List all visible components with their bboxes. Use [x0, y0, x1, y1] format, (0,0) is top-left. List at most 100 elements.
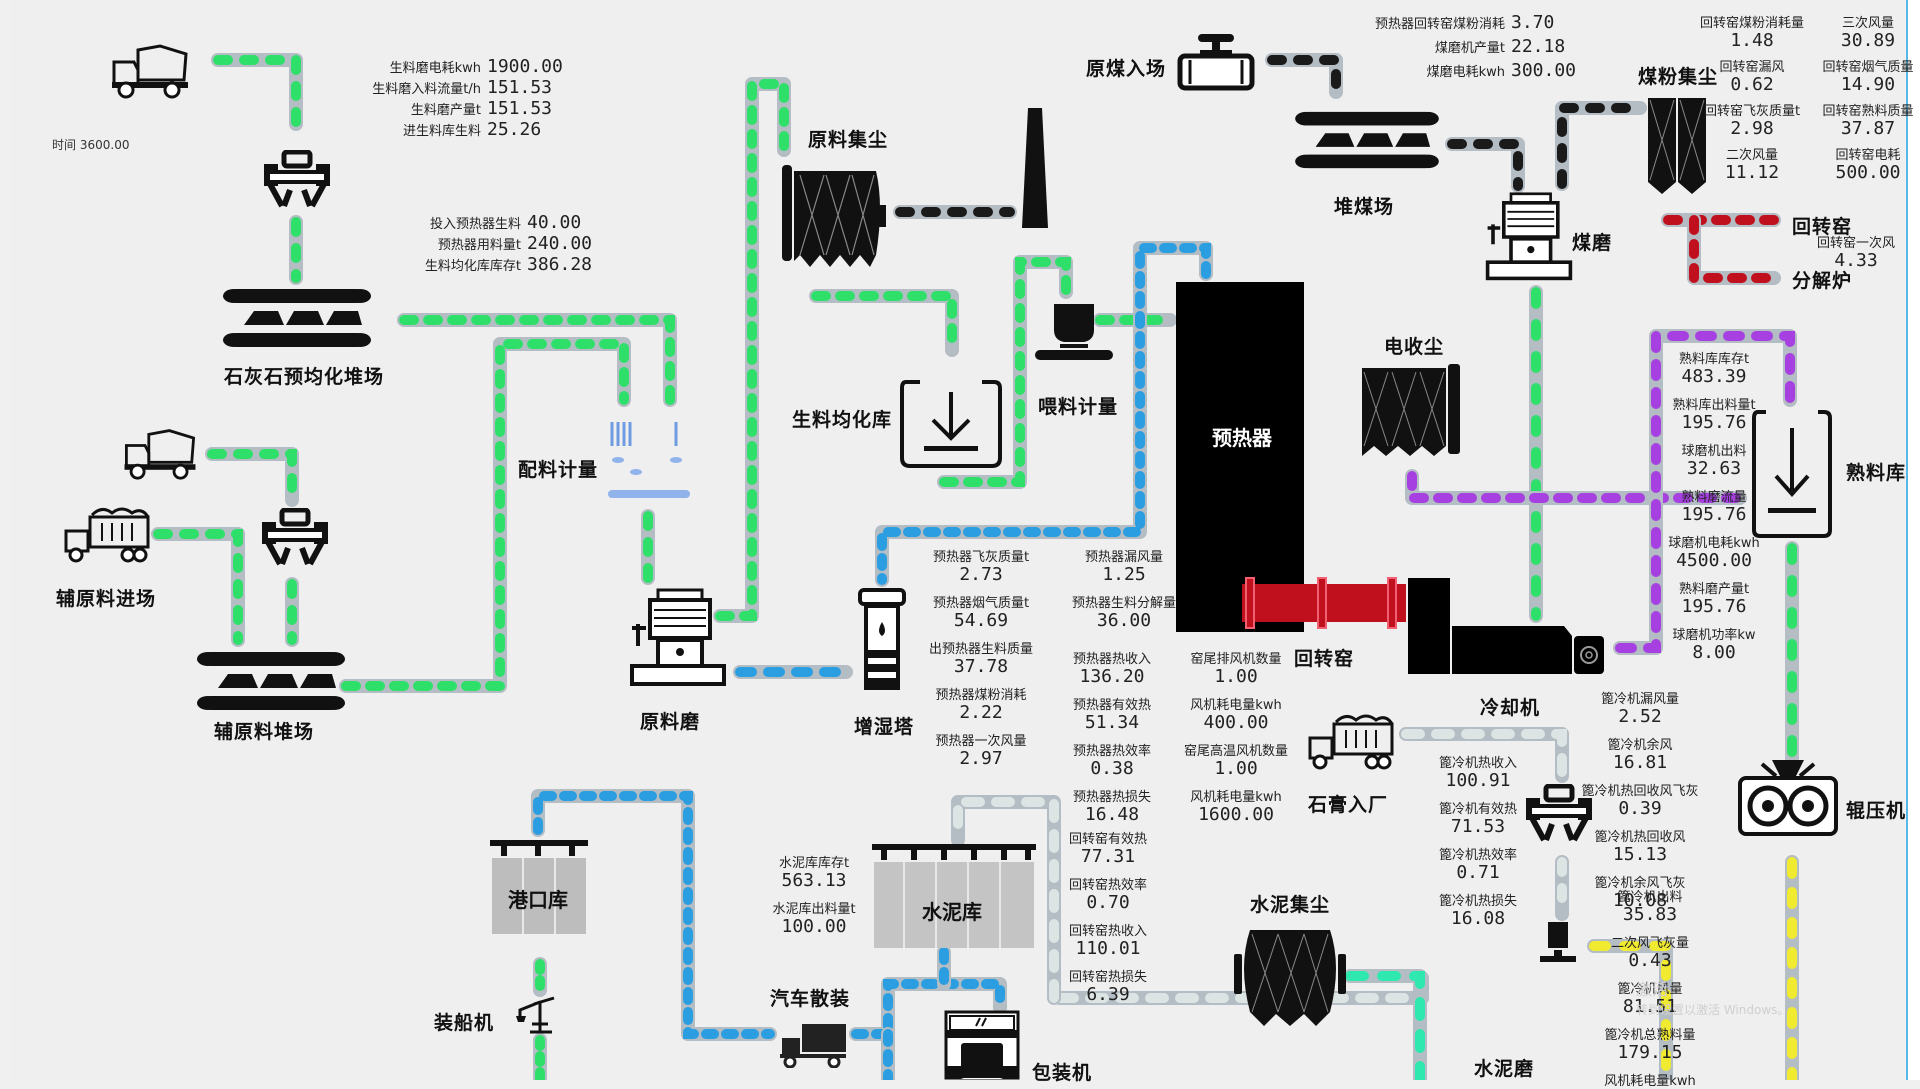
stat-value: 1900.00 — [487, 56, 563, 77]
stat-label: 回转窑漏风 — [1719, 60, 1785, 75]
bag-filter-icon — [782, 165, 886, 267]
chimney-icon — [1022, 108, 1048, 228]
label-coal-intake: 原煤入场 — [1086, 58, 1167, 80]
preheater-tower[interactable] — [1176, 282, 1304, 632]
cement-bag-filter-icon — [1234, 930, 1346, 1026]
label-coal-mill: 煤磨 — [1572, 232, 1613, 254]
rotary-kiln-icon[interactable] — [1238, 576, 1410, 630]
stat-value: 51.34 — [1084, 712, 1140, 733]
grate-cooler-icon[interactable] — [1452, 622, 1574, 674]
stat-value: 25.26 — [487, 119, 542, 140]
stat-value: 400.00 — [1203, 712, 1269, 733]
stat-label: 回转窑电耗 — [1835, 148, 1901, 163]
stat-label: 预热器一次风量 — [935, 734, 1027, 749]
stat-value: 32.63 — [1686, 458, 1742, 479]
stat-value: 0.38 — [1090, 758, 1134, 779]
stat-value: 4.33 — [1834, 250, 1878, 271]
pipe-preheater-to-tower — [875, 241, 1213, 587]
label-esp: 电收尘 — [1384, 336, 1445, 358]
stat-value: 8.00 — [1692, 642, 1736, 663]
stockpile-icon — [223, 289, 371, 347]
stat-label: 篦冷机热损失 — [1438, 894, 1517, 909]
stat-label: 预热器有效热 — [1072, 698, 1151, 713]
pipe-yard-to-mill — [1445, 137, 1525, 193]
roller-press-icon — [1738, 760, 1838, 836]
stat-label: 三次风量 — [1841, 16, 1894, 31]
stat-value: 0.71 — [1456, 862, 1500, 883]
pipe-cement-dust — [1343, 969, 1427, 1080]
stat-value: 16.08 — [1450, 908, 1506, 929]
time-readout: 时间 3600.00 — [52, 138, 130, 152]
stat-value: 36.00 — [1096, 610, 1152, 631]
pipe-truck-to-crusher — [211, 53, 303, 131]
vertical-mill-icon — [630, 588, 726, 686]
stat-label: 水泥库库存t — [778, 856, 850, 871]
stat-label: 二次风飞灰量 — [1610, 936, 1689, 951]
stat-label: 篦冷机热回收风飞灰 — [1581, 784, 1699, 799]
pipe-cement-a — [1587, 939, 1673, 1080]
pipe-limestone-to-batching — [397, 313, 677, 407]
label-coal-dust-collector: 煤粉集尘 — [1638, 66, 1719, 88]
label-packer: 包装机 — [1032, 1062, 1093, 1084]
stat-label: 预热器烟气质量t — [932, 596, 1030, 611]
dump-truck-icon — [112, 44, 188, 99]
stat-value: 500.00 — [1835, 162, 1901, 183]
stat-label: 熟料库库存t — [1678, 352, 1750, 367]
stat-label: 水泥库出料量t — [772, 902, 856, 917]
dump-truck-icon — [124, 429, 196, 480]
stat-label: 熟料磨流量 — [1681, 490, 1747, 505]
kiln-hood — [1408, 578, 1450, 674]
coal-intake-icon — [1177, 34, 1255, 91]
stat-block: 风机耗电量kwh — [1560, 1074, 1740, 1089]
label-cement-dust-collector: 水泥集尘 — [1250, 894, 1331, 916]
stat-label: 回转窑热损失 — [1068, 970, 1147, 985]
label-limestone-yard: 石灰石预均化堆场 — [224, 366, 385, 388]
stat-label: 生料磨入料流量t/h — [372, 82, 481, 97]
pipe-calciner-air — [1687, 213, 1781, 285]
stat-label: 熟料磨产量t — [1678, 582, 1750, 597]
stockpile-icon — [1295, 111, 1439, 169]
stat-label: 生料磨产量t — [410, 103, 481, 118]
label-cooler: 冷却机 — [1480, 697, 1541, 719]
label-preheater: 预热器 — [1212, 426, 1272, 450]
stat-value: 1.00 — [1214, 666, 1258, 687]
stat-value: 1.00 — [1214, 758, 1258, 779]
stat-value: 100.00 — [781, 916, 847, 937]
stat-label: 回转窑烟气质量 — [1822, 60, 1914, 75]
stat-label: 煤磨电耗kwh — [1426, 65, 1505, 80]
pipe-aux-truck2-to-yard — [151, 527, 245, 647]
label-calciner: 分解炉 — [1792, 270, 1853, 292]
stat-value: 11.12 — [1724, 162, 1780, 183]
pipe-port-to-truck — [531, 789, 777, 1041]
stat-label: 预热器漏风量 — [1084, 550, 1163, 565]
stat-value: 136.20 — [1079, 666, 1145, 687]
stat-value: 3.70 — [1511, 12, 1555, 33]
stat-value: 0.62 — [1730, 74, 1774, 95]
